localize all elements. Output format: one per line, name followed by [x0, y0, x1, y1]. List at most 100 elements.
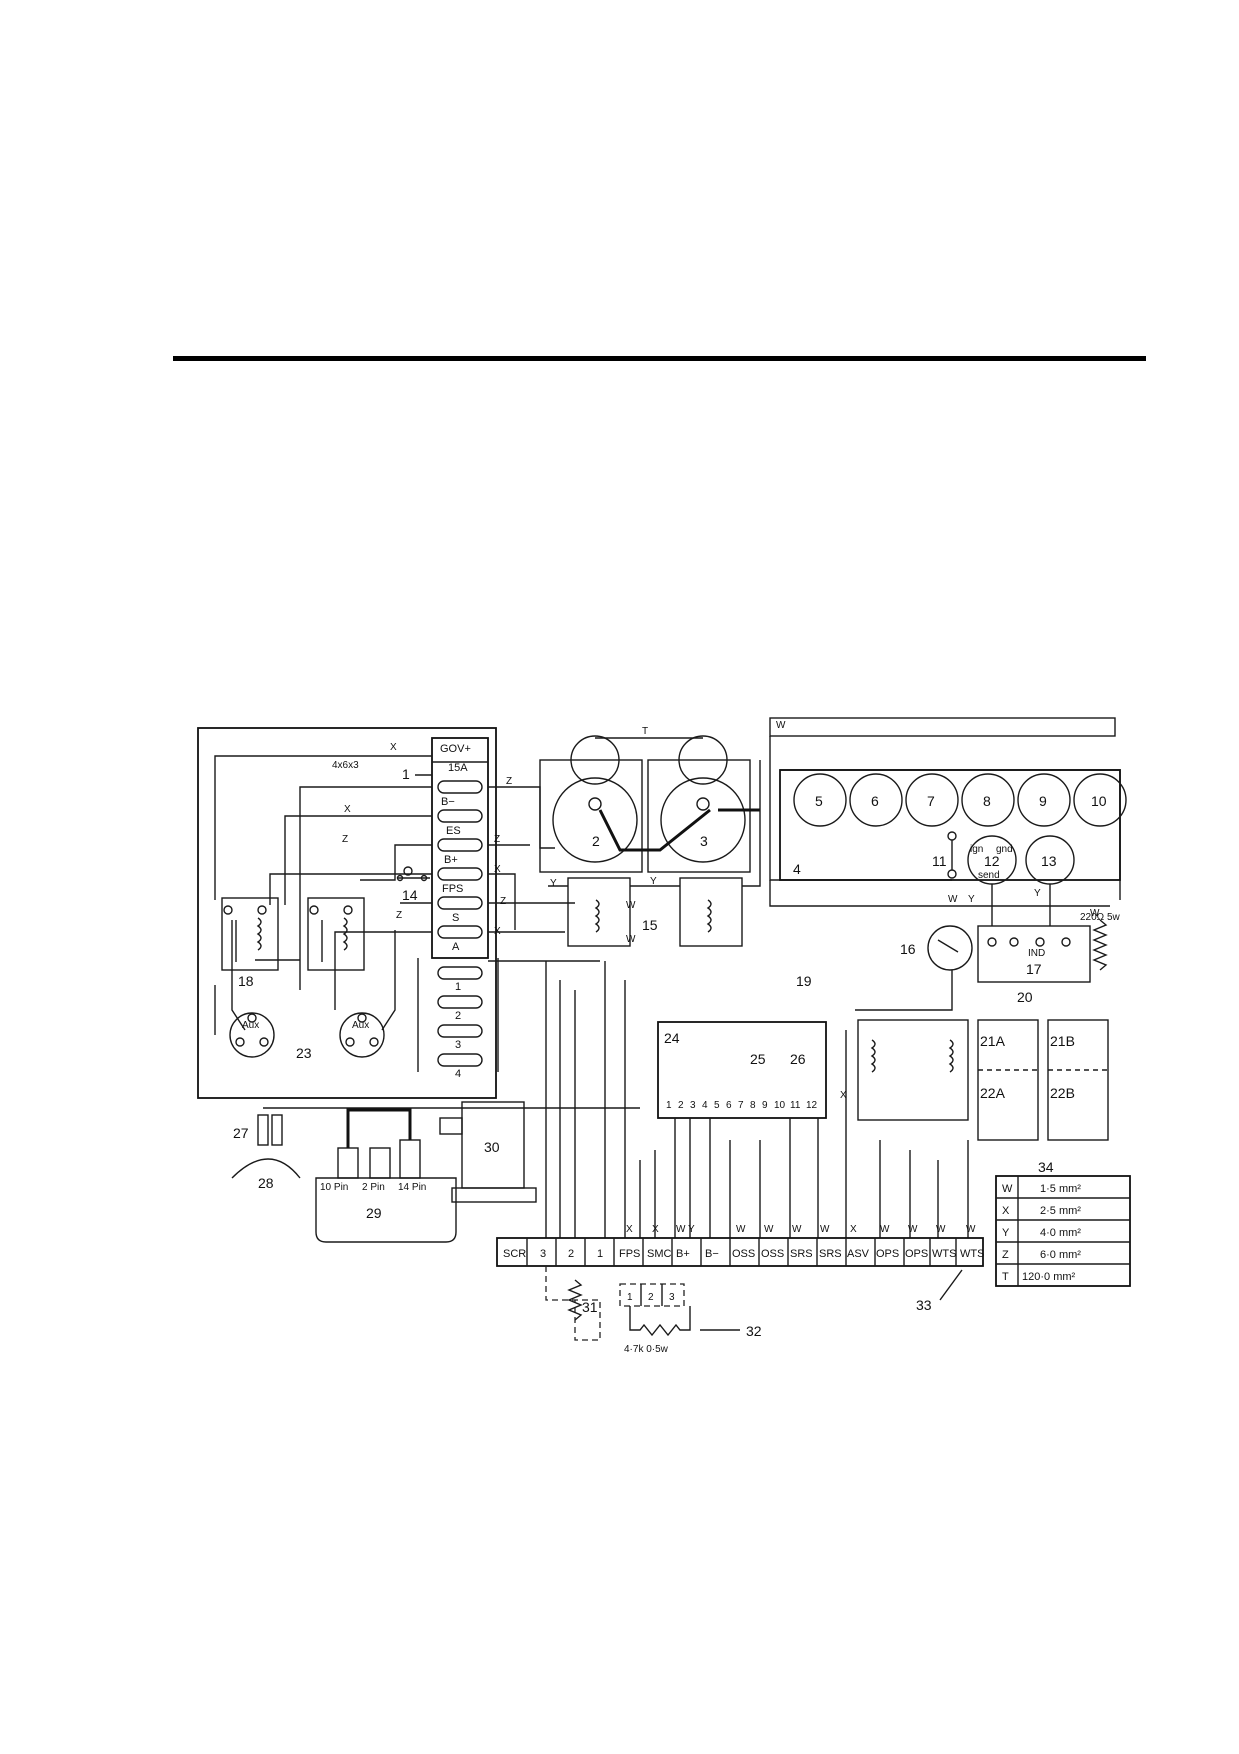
wire-code: X: [494, 926, 501, 937]
fuse-label-3: 3: [455, 1039, 461, 1051]
bulb-strip-28: [231, 1158, 301, 1179]
tb-fps: FPS: [619, 1248, 640, 1260]
wire-code: W: [776, 720, 786, 731]
pin-label-2: 2 Pin: [362, 1182, 385, 1193]
label-ign: ign: [970, 844, 983, 855]
legend-size-x: 2·5 mm²: [1040, 1205, 1081, 1217]
pin-1: 1: [666, 1100, 672, 1111]
aux-socket-right: [339, 1012, 385, 1058]
gauge-bus: [769, 717, 1121, 900]
wire-code: W: [626, 934, 636, 945]
wire-code: Y: [550, 878, 557, 889]
terminal-board-24: [657, 1021, 827, 1119]
wire-code: W: [966, 1224, 976, 1235]
controller-29: [315, 1108, 457, 1243]
fuse-panel: GOV+ 15A B− ES B+ FPS S A 1 2 3 4 4x6x3: [332, 737, 499, 1080]
label-gnd: gnd: [996, 844, 1013, 855]
label-33: 33: [916, 1297, 932, 1313]
horizontal-rule: [173, 356, 1146, 361]
wire-code: W: [936, 1224, 946, 1235]
tb-scr: SCR: [503, 1248, 526, 1260]
wire-code: X: [344, 804, 351, 815]
tb-srs-1: SRS: [790, 1248, 813, 1260]
tb-bminus: B−: [705, 1248, 719, 1260]
legend-34: [995, 1175, 1131, 1287]
label-28: 28: [258, 1175, 274, 1191]
pin-11: 11: [790, 1100, 801, 1111]
fuse-label-bminus: B−: [441, 796, 455, 808]
terminal-block-33: [496, 1237, 984, 1267]
label-3: 3: [700, 833, 708, 849]
potentiometer-31: [545, 1266, 601, 1341]
legend-size-z: 6·0 mm²: [1040, 1249, 1081, 1261]
connector-27: [257, 1107, 640, 1146]
pin-6: 6: [726, 1100, 732, 1111]
relay-bank: [857, 1019, 1109, 1141]
label-send: send: [978, 870, 1000, 881]
wire-code: X: [850, 1224, 857, 1235]
label-25: 25: [750, 1051, 766, 1067]
label-10: 10: [1091, 793, 1107, 809]
resistor-zigzag: [1092, 919, 1108, 971]
label-16: 16: [900, 941, 916, 957]
wire-code: X: [390, 742, 397, 753]
wire-code: X: [840, 1090, 847, 1101]
label-22b: 22B: [1050, 1085, 1075, 1101]
label-4: 4: [793, 861, 801, 877]
pin-4: 4: [702, 1100, 708, 1111]
fuse-label-es: ES: [446, 825, 461, 837]
label-31: 31: [582, 1299, 598, 1315]
fuse-label-gov: GOV+: [440, 743, 471, 755]
label-12: 12: [984, 853, 1000, 869]
wire-code: Z: [506, 776, 512, 787]
legend-code-y: Y: [1002, 1227, 1010, 1239]
label-11: 11: [932, 853, 947, 869]
label-5: 5: [815, 793, 823, 809]
wire-code: Y: [688, 1224, 695, 1235]
wire-code: W: [880, 1224, 890, 1235]
legend-code-x: X: [1002, 1205, 1010, 1217]
legend-size-y: 4·0 mm²: [1040, 1227, 1081, 1239]
wire-code: Y: [1034, 888, 1041, 899]
resistor-32-value: 4·7k 0·5w: [624, 1344, 669, 1355]
control-panel-enclosure: [197, 727, 497, 1099]
wire-code: W: [626, 900, 636, 911]
fuse-label-4: 4: [455, 1068, 461, 1080]
legend-size-t: 120·0 mm²: [1022, 1271, 1076, 1283]
label-7: 7: [927, 793, 935, 809]
legend-size-w: 1·5 mm²: [1040, 1183, 1081, 1195]
wire-code: X: [652, 1224, 659, 1235]
wire-code: Z: [494, 834, 500, 845]
legend-code-t: T: [1002, 1271, 1009, 1283]
label-14: 14: [402, 887, 418, 903]
aux-socket-left: [229, 1012, 275, 1058]
pin-9: 9: [762, 1100, 768, 1111]
wire-code: Y: [968, 894, 975, 905]
tb-oss-2: OSS: [761, 1248, 784, 1260]
terminal-pins: 1 2 3 4 5 6 7 8 9 10 11 12: [666, 1100, 818, 1111]
aux-label-right: Aux: [352, 1020, 369, 1031]
tb-bplus: B+: [676, 1248, 690, 1260]
tb-srs-2: SRS: [819, 1248, 842, 1260]
label-18: 18: [238, 973, 254, 989]
tb-ops-2: OPS: [905, 1248, 928, 1260]
label-26: 26: [790, 1051, 806, 1067]
tap-1: 1: [627, 1292, 633, 1303]
label-27: 27: [233, 1125, 249, 1141]
pin-8: 8: [750, 1100, 756, 1111]
tb-asv: ASV: [847, 1248, 870, 1260]
wire-code: W: [792, 1224, 802, 1235]
battery-3: [647, 735, 751, 873]
wire-code: Z: [342, 834, 348, 845]
relay-15: [548, 760, 761, 947]
label-2: 2: [592, 833, 600, 849]
label-13: 13: [1041, 853, 1057, 869]
label-24: 24: [664, 1030, 680, 1046]
wire-code: W: [948, 894, 958, 905]
switch-14: [396, 866, 430, 882]
panel-wiring: [214, 755, 600, 1035]
tb-wts-2: WTS: [960, 1248, 984, 1260]
fuse-11: [947, 831, 957, 879]
gauge-16: [927, 925, 973, 971]
tb-ops-1: OPS: [876, 1248, 899, 1260]
